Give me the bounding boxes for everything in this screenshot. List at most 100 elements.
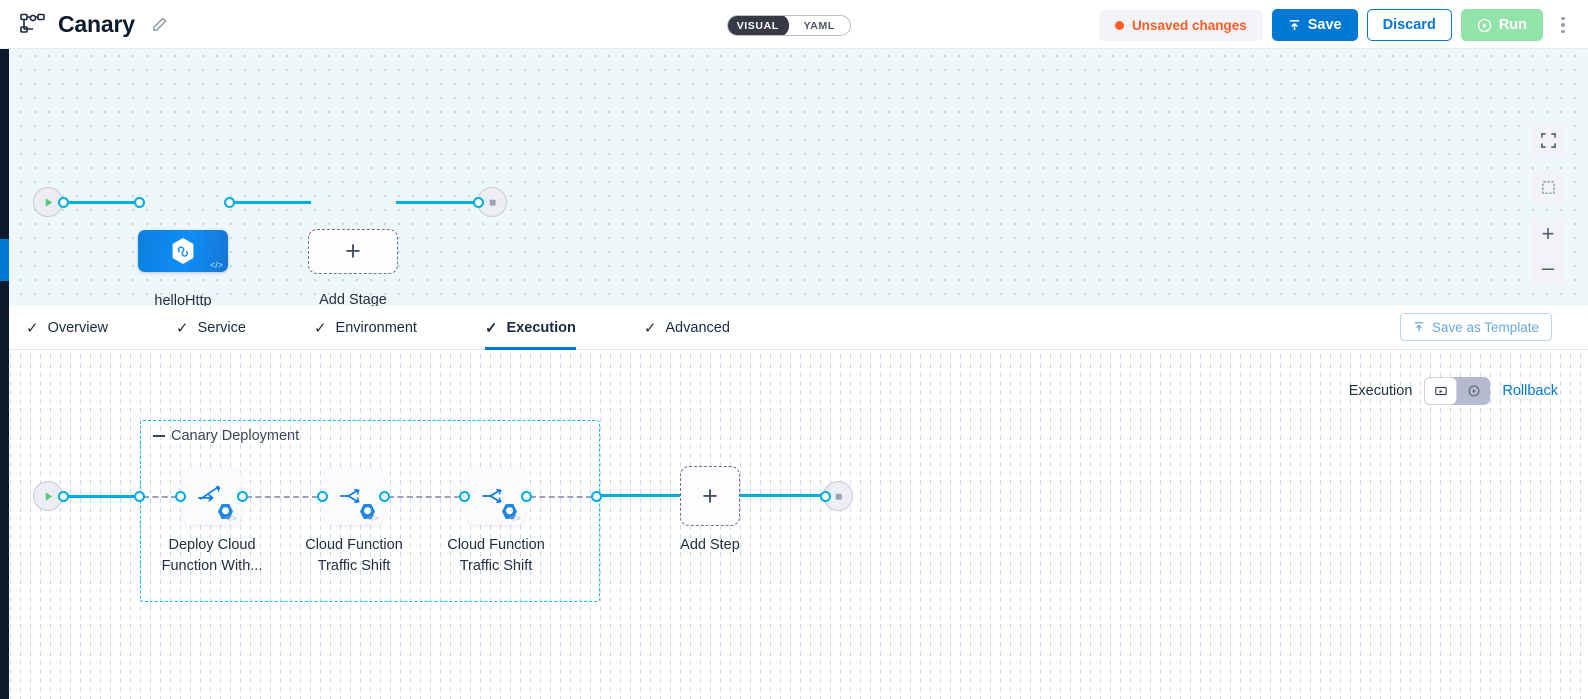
stage-node-hellohttp[interactable]: </> [138,230,228,272]
play-start-icon [45,491,52,501]
unsaved-dot-icon [1114,20,1124,30]
stage-node-label: helloHttp [154,293,212,306]
link-addstage-to-end [396,201,480,204]
app-header: Canary VISUAL YAML Unsaved changes Save [0,0,1588,49]
play-start-icon [45,197,52,207]
start-output-port[interactable] [58,197,69,208]
step2-code-badge: </> [366,513,379,523]
link-step1-to-step2 [246,496,318,498]
group-input-port[interactable] [134,491,145,502]
stage-output-port[interactable] [224,197,235,208]
toggle-visual[interactable]: VISUAL [728,16,789,35]
tab-advanced-label: Advanced [665,319,730,336]
check-icon: ✓ [643,319,657,337]
stage-input-port[interactable] [134,197,145,208]
harness-hex-icon [172,238,194,264]
upload-template-icon [1414,322,1424,332]
harness-badge-icon: ⚈ [502,504,517,519]
pipeline-icon [20,13,46,35]
save-as-template-button[interactable]: Save as Template [1399,313,1552,341]
step-node-traffic-shift-2[interactable]: ⚈ </> [467,467,525,525]
traffic-shift-icon [340,488,360,504]
execution-start-port[interactable] [58,491,69,502]
check-icon: ✓ [313,319,327,337]
link-step3-to-groupend [530,496,592,498]
tab-service-label: Service [197,319,246,336]
step1-label-line2: Function With... [161,558,263,574]
step1-output-port[interactable] [237,491,248,502]
tab-advanced[interactable]: ✓ Advanced [644,306,754,350]
toggle-yaml[interactable]: YAML [803,19,835,32]
discard-button-label: Discard [1382,17,1436,33]
step1-input-port[interactable] [175,491,186,502]
add-step-button[interactable]: + [680,466,740,526]
step2-input-port[interactable] [317,491,328,502]
step2-label-line2: Traffic Shift [317,558,391,574]
link-group-to-addstep [597,494,681,497]
run-button-label: Run [1498,17,1527,33]
step1-label: Deploy Cloud Function With... [152,535,272,577]
page-title: Canary [58,10,135,37]
add-stage-button[interactable]: + [308,229,398,274]
step1-code-badge: </> [224,513,237,523]
add-stage-label: Add Stage [319,292,387,306]
link-stage-to-addstage [229,201,311,204]
link-addstep-to-end [740,494,824,497]
end-input-port[interactable] [473,197,484,208]
step3-input-port[interactable] [459,491,470,502]
discard-button[interactable]: Discard [1366,9,1452,41]
step3-label-line2: Traffic Shift [459,558,533,574]
step2-output-port[interactable] [379,491,390,502]
harness-badge-icon: ⚈ [218,504,233,519]
zoom-out-icon[interactable]: – [1541,255,1555,280]
execution-rollback-toggle[interactable] [1424,377,1491,405]
run-button[interactable]: Run [1460,9,1543,41]
add-step-label: Add Step [680,537,740,553]
rollback-link[interactable]: Rollback [1502,383,1558,399]
link-start-to-stage [63,201,141,204]
deploy-cloud-function-icon [198,485,221,502]
link-step2-to-step3 [388,496,460,498]
step-group-title-label: Canary Deployment [171,428,300,444]
step3-label: Cloud Function Traffic Shift [436,535,556,577]
view-mode-toggle[interactable]: VISUAL YAML [727,15,851,36]
left-nav-rail [0,49,9,699]
execution-mode-icon[interactable] [1424,377,1458,405]
step3-output-port[interactable] [521,491,532,502]
step-group-title: Canary Deployment [153,428,299,444]
collapse-dash-icon[interactable] [153,435,165,437]
execution-end-port[interactable] [820,491,831,502]
fit-screen-icon[interactable] [1531,123,1565,157]
stage-code-badge: </> [209,260,223,270]
save-button[interactable]: Save [1271,9,1358,41]
stop-end-icon [835,493,842,500]
pencil-edit-icon[interactable] [151,16,168,33]
tab-overview[interactable]: ✓ Overview [26,306,132,350]
kebab-menu-icon[interactable] [1552,11,1574,39]
tab-execution[interactable]: ✓ Execution [484,306,600,350]
header-left-group: Canary [20,11,168,38]
check-icon: ✓ [26,319,39,337]
zoom-in-out-group: + – [1531,217,1565,285]
link-start-to-group [63,495,141,498]
pipeline-stage-canvas[interactable]: </> helloHttp + Add Stage [0,49,1588,306]
rollback-mode-icon[interactable] [1457,377,1490,405]
step-group-canary-deployment[interactable] [140,420,600,602]
step-node-traffic-shift-1[interactable]: ⚈ </> [325,467,383,525]
execution-label: Execution [1348,383,1413,399]
save-button-label: Save [1307,17,1342,33]
execution-steps-canvas[interactable]: Execution Rollback [0,350,1588,699]
header-actions: Unsaved changes Save Discard Run [1098,9,1574,41]
tab-list: ✓ Overview ✓ Service ✓ Environment ✓ Exe… [26,306,798,350]
group-output-port[interactable] [591,491,602,502]
harness-badge-icon: ⚈ [360,504,375,519]
stage-config-tabs: ✓ Overview ✓ Service ✓ Environment ✓ Exe… [0,306,1588,350]
tab-overview-label: Overview [47,319,109,336]
unsaved-changes-label: Unsaved changes [1131,17,1247,33]
zoom-in-icon[interactable]: + [1541,221,1555,246]
tab-service[interactable]: ✓ Service [176,306,270,350]
tab-environment[interactable]: ✓ Environment [314,306,441,350]
zoom-to-selection-icon[interactable] [1531,170,1565,204]
step-node-deploy-cloud-function[interactable]: ⚈ </> [183,467,241,525]
